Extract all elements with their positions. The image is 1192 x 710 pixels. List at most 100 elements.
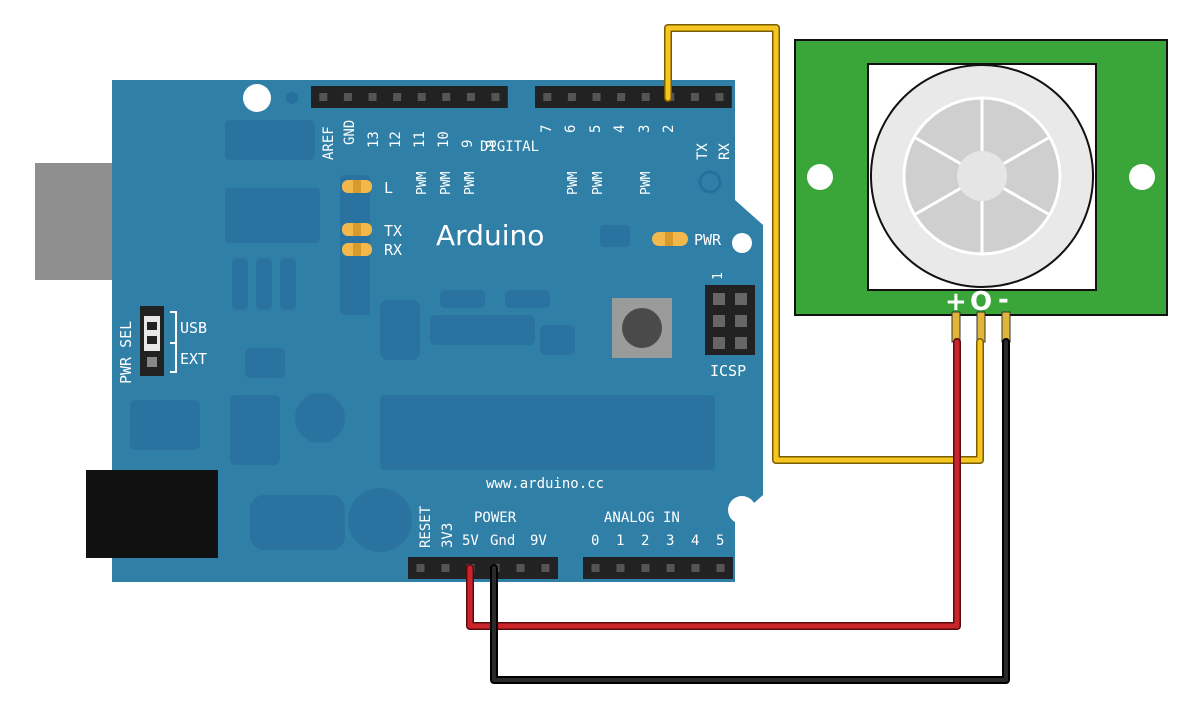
pwr-sel-jumper[interactable]: [140, 306, 177, 376]
pin-out: [976, 311, 986, 343]
icsp-body: [705, 285, 755, 355]
sensor-mount-hole-left: [807, 164, 833, 190]
pwm-label: PWM: [566, 171, 581, 195]
analog-pin-label: 4: [691, 533, 699, 549]
pwm-label: PWM: [591, 171, 606, 195]
digital-pin-label: 11: [412, 131, 428, 148]
power-header-socket[interactable]: [541, 564, 550, 572]
analog-header-socket[interactable]: [641, 564, 650, 572]
digital-header-left-socket[interactable]: [442, 93, 451, 101]
icsp-pin[interactable]: [713, 337, 725, 349]
icsp-pin[interactable]: [735, 315, 747, 327]
mount-hole: [732, 233, 752, 253]
pir-sensor: + O -: [794, 39, 1168, 343]
digital-header-right-socket[interactable]: [641, 93, 650, 101]
rx-label: RX: [717, 143, 733, 160]
analog-pin-label: 1: [616, 533, 624, 549]
digital-header-right-socket[interactable]: [543, 93, 552, 101]
analog-pin-label: 3: [666, 533, 674, 549]
led-l: [342, 180, 372, 193]
board-url: www.arduino.cc: [486, 476, 604, 492]
power-wire: [467, 339, 960, 629]
digital-header-left-socket[interactable]: [393, 93, 402, 101]
digital-label: DIGITAL: [480, 139, 539, 155]
digital-pin-label: 13: [366, 131, 382, 148]
led-pwr: [652, 232, 688, 246]
pin-plus: [951, 311, 961, 343]
tx-label: TX: [695, 143, 711, 160]
digital-header-left-socket[interactable]: [466, 93, 475, 101]
pin-plus-label: +: [945, 287, 967, 317]
analog-pin-label: 5: [716, 533, 724, 549]
analog-header-socket[interactable]: [691, 564, 700, 572]
digital-header-left-body: [311, 86, 508, 108]
wires: [466, 24, 1010, 684]
analog-header-socket[interactable]: [591, 564, 600, 572]
digital-header-right-socket[interactable]: [617, 93, 626, 101]
pin-minus-label: -: [998, 285, 1009, 315]
sensor-mount-hole-right: [1129, 164, 1155, 190]
digital-header-left-socket[interactable]: [491, 93, 500, 101]
analog-in-label: ANALOG IN: [604, 510, 680, 526]
icsp-pin[interactable]: [713, 293, 725, 305]
led-tx: [342, 223, 372, 236]
power-jack: [86, 470, 218, 558]
icsp-pin1-label: 1: [711, 272, 726, 280]
digital-pin-label: 12: [388, 131, 404, 148]
pwm-label: PWM: [415, 171, 430, 195]
power-header-socket[interactable]: [516, 564, 525, 572]
pin-out-label: O: [970, 287, 992, 317]
analog-pin-label: 2: [641, 533, 649, 549]
arduino-board: Arduino www.arduino.cc L TX RX PWR USB E…: [35, 80, 763, 582]
analog-header-socket[interactable]: [616, 564, 625, 572]
ground-wire: [492, 340, 1008, 682]
digital-pin-label: 4: [612, 125, 628, 133]
digital-header-left-socket[interactable]: [417, 93, 426, 101]
icsp-pin[interactable]: [735, 337, 747, 349]
digital-header-left-socket[interactable]: [319, 93, 328, 101]
reset-label: RESET: [418, 505, 434, 548]
reset-button[interactable]: [612, 298, 672, 358]
icsp-header[interactable]: [705, 285, 755, 355]
mount-hole: [728, 496, 756, 524]
analog-header-socket[interactable]: [666, 564, 675, 572]
v33-label: 3V3: [440, 523, 456, 548]
digital-header-right-socket[interactable]: [567, 93, 576, 101]
icsp-pin[interactable]: [713, 315, 725, 327]
led-l-label: L: [384, 179, 393, 197]
analog-header-socket[interactable]: [716, 564, 725, 572]
digital-pin-label: 7: [539, 125, 555, 133]
gnd2-label: Gnd: [490, 533, 515, 549]
digital-pin-label: 8: [484, 140, 500, 148]
icsp-label: ICSP: [710, 362, 746, 380]
power-analog-header[interactable]: [408, 557, 733, 579]
power-label: POWER: [474, 510, 517, 526]
digital-header-right-socket[interactable]: [690, 93, 699, 101]
digital-pin-label: 2: [661, 125, 677, 133]
pwm-label: PWM: [439, 171, 454, 195]
ext-label: EXT: [180, 350, 207, 368]
power-header-socket[interactable]: [441, 564, 450, 572]
digital-pin-label: 9: [460, 140, 476, 148]
digital-pin-label: 6: [563, 125, 579, 133]
digital-header-right-socket[interactable]: [715, 93, 724, 101]
digital-header-right-body: [535, 86, 732, 108]
mount-hole: [243, 84, 271, 112]
icsp-pin[interactable]: [735, 293, 747, 305]
digital-pin-label: 3: [637, 125, 653, 133]
power-header-body: [408, 557, 558, 579]
aref-label: AREF: [321, 126, 337, 160]
pin-minus: [1001, 311, 1011, 343]
digital-header-left-socket[interactable]: [343, 93, 352, 101]
digital-pin-label: 5: [588, 125, 604, 133]
led-tx-label: TX: [384, 222, 402, 240]
led-rx: [342, 243, 372, 256]
digital-header-left-socket[interactable]: [368, 93, 377, 101]
led-pwr-label: PWR: [694, 231, 722, 249]
digital-header-right-socket[interactable]: [592, 93, 601, 101]
power-header-socket[interactable]: [416, 564, 425, 572]
digital-header[interactable]: [311, 86, 732, 108]
analog-pin-label: 0: [591, 533, 599, 549]
sensor-element: [957, 151, 1007, 201]
digital-pin-label: 10: [436, 131, 452, 148]
